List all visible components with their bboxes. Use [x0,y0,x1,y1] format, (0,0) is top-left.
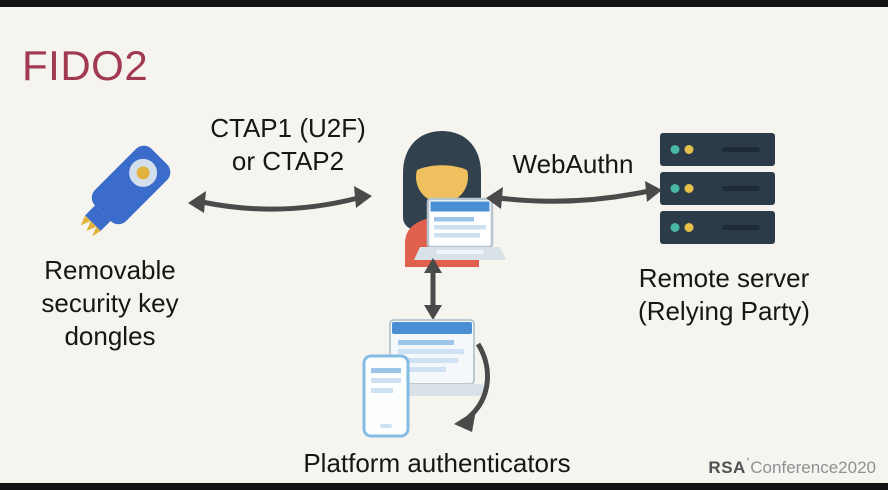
platform-double-headed-arrow [424,258,442,320]
remote-server-label-line1: Remote server [638,263,810,293]
removable-key-label: Removable security key dongles [41,254,178,353]
ctap-label-line1: CTAP1 (U2F) [210,113,366,143]
laptop-and-phone-sync-icon [362,319,490,438]
letterbox-bottom-bar [0,483,888,490]
letterbox-top-bar [0,0,888,7]
ctap-label-line2: or CTAP2 [231,146,345,176]
usb-security-key-icon [80,145,171,237]
removable-key-label-line1: Removable [44,255,176,285]
removable-key-label-line3: dongles [64,321,156,351]
webauthn-double-headed-arrow [486,181,662,209]
remote-server-label: Remote server (Relying Party) [638,262,810,328]
platform-laptop [375,319,489,396]
platform-phone [362,354,410,438]
webauthn-label: WebAuthn [512,149,634,179]
remote-server-label-line2: (Relying Party) [638,296,810,326]
logo-rest: Conference2020 [750,458,876,477]
rsa-conference-logo: RSAʼConference2020 [708,457,876,478]
ctap-label: CTAP1 (U2F) or CTAP2 [210,112,366,178]
platform-authenticators-label: Platform authenticators [303,448,571,478]
ctap-double-headed-arrow [188,186,372,213]
person-with-laptop-icon [403,131,506,267]
removable-key-label-line2: security key [41,288,179,318]
user-laptop [414,197,506,260]
sync-arrow [454,342,490,432]
server-rack-icon [660,133,775,244]
logo-mark: ʼ [746,457,750,469]
logo-brand: RSA [708,458,746,477]
slide-title: FIDO2 [22,42,149,89]
